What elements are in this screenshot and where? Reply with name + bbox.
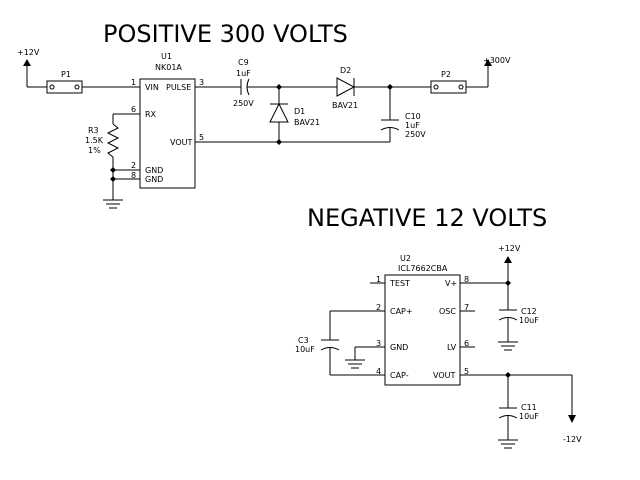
c10-voltage: 250V [405, 130, 426, 139]
u2-ref: U2 [400, 254, 411, 263]
u1-pin-pulse: PULSE [166, 83, 191, 92]
capacitor-c11: C11 10uF [498, 375, 539, 449]
u2-pin-cap-plus: CAP+ [390, 307, 413, 316]
u2-pin-test: TEST [389, 279, 410, 288]
rail-label-plus12v-bottom: +12V [498, 244, 521, 253]
c11-ref: C11 [521, 403, 537, 412]
u1-pin-gnd1: GND [145, 166, 163, 175]
u1-part: NK01A [155, 63, 182, 72]
negative-input-rail: +12V [498, 244, 521, 310]
u1-pinnum-1: 1 [131, 78, 136, 87]
capacitor-c10: C10 1uF 250V [380, 87, 426, 142]
diode-d1: D1 BAV21 [269, 87, 320, 142]
c12-value: 10uF [519, 316, 539, 325]
u1-pinnum-8: 8 [131, 171, 136, 180]
negative-output-rail: -12V [563, 375, 582, 444]
u1-pin-vout: VOUT [170, 138, 192, 147]
u1-pinnum-5: 5 [199, 133, 204, 142]
rail-label-minus12v: -12V [563, 435, 582, 444]
c3-ref: C3 [298, 336, 309, 345]
rail-arrow-up-icon [484, 59, 492, 66]
ground-icon [498, 341, 518, 351]
u1-pinnum-2: 2 [131, 161, 136, 170]
u1-pinnum-3: 3 [199, 78, 204, 87]
u2-pin-gnd: GND [390, 343, 408, 352]
u2-pinnum-3: 3 [376, 339, 381, 348]
u1-ground-network [103, 167, 140, 209]
p2-label: P2 [441, 70, 451, 79]
u2-pin-vout: VOUT [433, 371, 455, 380]
c9-voltage: 250V [233, 99, 254, 108]
capacitor-c12: C12 10uF [498, 307, 539, 351]
u2-part: ICL7662CBA [398, 264, 448, 273]
r3-tolerance: 1% [88, 146, 101, 155]
u1-pinnum-6: 6 [131, 105, 136, 114]
u1-pin-rx: RX [145, 110, 157, 119]
c9-ref: C9 [238, 58, 249, 67]
chip-u1-nk01a: U1 NK01A VIN PULSE RX VOUT GND GND 1 3 6… [131, 52, 204, 189]
rail-arrow-up-icon [504, 256, 512, 263]
p1-label: P1 [61, 70, 71, 79]
connector-p2: P2 [430, 70, 467, 94]
u2-pinnum-5: 5 [464, 367, 469, 376]
d2-value: BAV21 [332, 101, 358, 110]
u2-pinnum-7: 7 [464, 303, 469, 312]
u1-ref: U1 [161, 52, 172, 61]
ground-icon [103, 199, 123, 209]
connector-p1: P1 [46, 70, 83, 94]
rail-arrow-down-icon [568, 415, 576, 423]
d1-ref: D1 [294, 107, 305, 116]
c10-value: 1uF [405, 121, 420, 130]
d1-value: BAV21 [294, 118, 320, 127]
r3-value: 1.5K [85, 136, 104, 145]
c9-value: 1uF [236, 69, 251, 78]
positive-output-rail: +300V [466, 56, 511, 88]
u2-pinnum-8: 8 [464, 275, 469, 284]
positive-input-rail: +12V [17, 48, 47, 88]
ground-icon [345, 359, 365, 369]
u1-pin-gnd2: GND [145, 175, 163, 184]
u2-pin-cap-minus: CAP- [390, 371, 409, 380]
title-positive-300v: POSITIVE 300 VOLTS [103, 20, 348, 48]
chip-u2-icl7662cba: U2 ICL7662CBA TEST CAP+ GND CAP- V+ OSC … [376, 254, 469, 386]
rail-arrow-up-icon [23, 59, 31, 66]
title-negative-12v: NEGATIVE 12 VOLTS [307, 204, 547, 232]
rail-label-plus12v-top: +12V [17, 48, 40, 57]
u2-ground [345, 347, 365, 369]
u2-pinnum-2: 2 [376, 303, 381, 312]
rail-label-plus300v: +300V [483, 56, 511, 65]
ground-icon [498, 439, 518, 449]
u1-pin-vin: VIN [145, 83, 159, 92]
c12-ref: C12 [521, 307, 537, 316]
c3-value: 10uF [295, 345, 315, 354]
capacitor-c3: C3 10uF [295, 311, 340, 375]
u2-pin-osc: OSC [439, 307, 456, 316]
c10-ref: C10 [405, 112, 421, 121]
c11-value: 10uF [519, 412, 539, 421]
diode-d2: D2 BAV21 [332, 66, 358, 110]
r3-ref: R3 [88, 126, 99, 135]
u2-pin-vplus: V+ [445, 279, 457, 288]
u2-pinnum-4: 4 [376, 367, 381, 376]
d2-ref: D2 [340, 66, 351, 75]
capacitor-c9: C9 1uF 250V [233, 58, 254, 108]
u2-pinnum-6: 6 [464, 339, 469, 348]
u2-pinnum-1: 1 [376, 275, 381, 284]
u2-pin-lv: LV [447, 343, 457, 352]
